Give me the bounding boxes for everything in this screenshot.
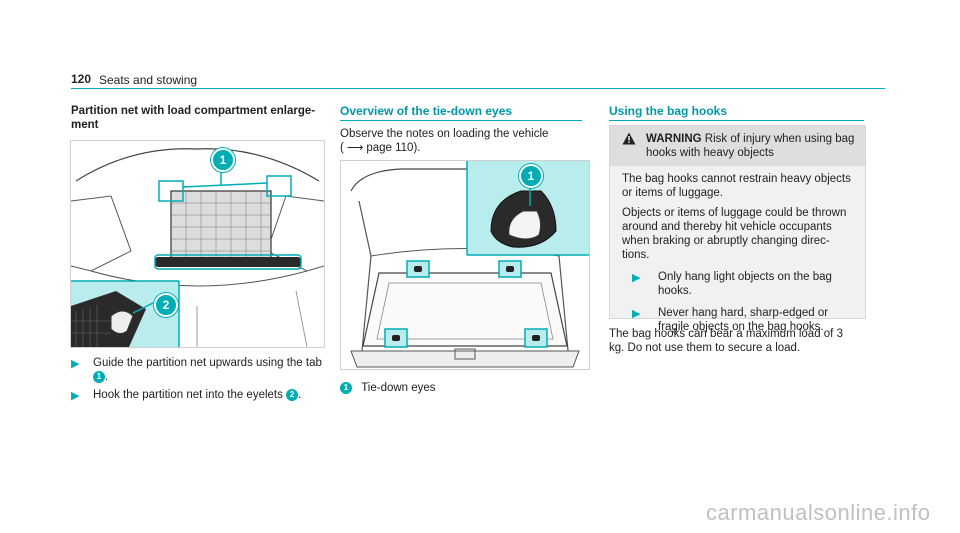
warning-paragraph: The bag hooks cannot restrain heavy obje… — [622, 173, 851, 199]
warning-label: WARNING — [646, 133, 702, 145]
header-rule — [71, 88, 885, 89]
callout-2-label: 2 — [162, 298, 170, 312]
intro-text: Observe the notes on loading the vehicle… — [340, 128, 549, 154]
trunk-illustration — [341, 161, 589, 369]
warning-paragraph: Objects or items of luggage could be thr… — [622, 207, 847, 261]
section-title: Seats and stowing — [99, 73, 198, 87]
page-ref-arrow-icon: ⟶ — [346, 142, 364, 154]
arrow-right-icon: ▶ — [71, 390, 80, 402]
right-heading-rule — [609, 120, 864, 121]
tab-callout-badge: 1 — [93, 370, 105, 383]
callout-1-badge: 1 — [211, 148, 235, 172]
warning-body: The bag hooks cannot restrain heavy obje… — [610, 166, 865, 342]
middle-heading-rule — [340, 120, 582, 121]
callout-2-badge: 2 — [154, 293, 178, 317]
callout-1-badge: 1 — [519, 164, 543, 188]
instruction-item: ▶ Hook the partition net into the eyelet… — [71, 388, 331, 403]
watermark: carmanualsonline.info — [706, 500, 931, 525]
eyelet-callout-badge: 2 — [286, 388, 299, 401]
warning-box: WARNING Risk of injury when using bag ho… — [609, 125, 866, 333]
legend-text: Tie-down eyes — [361, 382, 436, 394]
figure-legend: 1 Tie-down eyes — [340, 381, 436, 395]
warning-bullet: ▶ Never hang hard, sharp-edged or fragil… — [622, 306, 853, 334]
right-heading: Using the bag hooks — [609, 104, 728, 118]
partition-net-figure: 1 2 — [70, 140, 325, 348]
load-note: The bag hooks can bear a maximum load of… — [609, 328, 843, 354]
warning-header: WARNING Risk of injury when using bag ho… — [610, 126, 865, 166]
instruction-item: ▶ Guide the partition net upwards using … — [71, 356, 331, 384]
left-heading: Partition net with load compartment enla… — [71, 105, 316, 131]
arrow-right-icon: ▶ — [632, 308, 641, 320]
callout-1-label: 1 — [527, 169, 535, 183]
legend-badge: 1 — [340, 381, 352, 394]
instruction-text: Guide the partition net upwards using th… — [93, 357, 322, 383]
tie-down-eyes-figure: 1 — [340, 160, 590, 370]
page-reference-link[interactable]: page 110). — [366, 142, 421, 154]
partition-net-illustration — [71, 141, 324, 347]
warning-triangle-icon — [618, 132, 646, 160]
warning-title: WARNING Risk of injury when using bag ho… — [646, 133, 855, 159]
callout-1-label: 1 — [219, 153, 227, 167]
arrow-right-icon: ▶ — [71, 358, 80, 370]
arrow-right-icon: ▶ — [632, 272, 641, 284]
instruction-text: Hook the partition net into the eyelets … — [93, 388, 302, 401]
page-number: 120 — [71, 72, 92, 86]
warning-bullet: ▶ Only hang light objects on the bag hoo… — [622, 270, 853, 298]
middle-heading: Overview of the tie-down eyes — [340, 104, 513, 118]
